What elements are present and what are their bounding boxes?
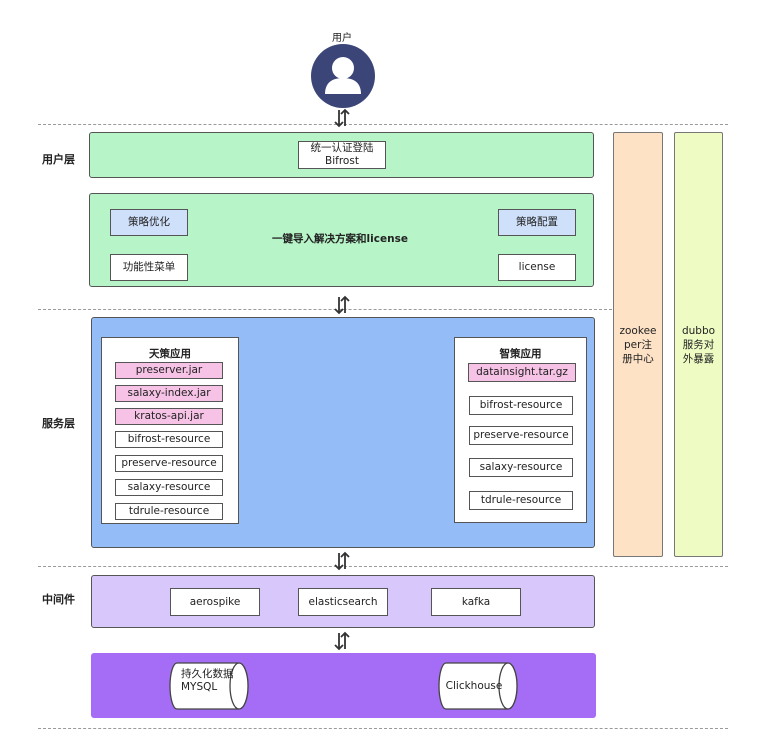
clickhouse-cylinder <box>438 662 518 710</box>
separator-user-service <box>38 309 612 310</box>
import-panel: 策略优化 策略配置 功能性菜单 license 一键导入解决方案和license <box>89 193 594 287</box>
auth-title: 统一认证登陆 <box>310 142 374 154</box>
function-menu-box: 功能性菜单 <box>110 254 188 281</box>
tiance-app-card: 天策应用 preserver.jar salaxy-index.jar kratos… <box>101 337 239 524</box>
tiance-item: bifrost-resource <box>115 431 223 448</box>
mysql-cylinder <box>169 662 249 710</box>
service-panel: 天策应用 preserver.jar salaxy-index.jar kratos… <box>91 317 595 548</box>
tiance-item: salaxy-resource <box>115 479 223 496</box>
user-layer-label: 用户层 <box>42 153 75 166</box>
zhice-item: bifrost-resource <box>469 396 573 415</box>
separator-top <box>38 124 728 125</box>
tiance-item: preserver.jar <box>115 362 223 379</box>
tiance-item: salaxy-index.jar <box>115 385 223 402</box>
tiance-item: tdrule-resource <box>115 503 223 520</box>
arrow-user-to-userlayer <box>334 108 350 128</box>
zhice-item: datainsight.tar.gz <box>468 363 576 382</box>
mysql-name: MYSQL <box>181 681 218 693</box>
user-avatar <box>311 44 375 108</box>
kafka-box: kafka <box>431 588 521 616</box>
zhice-item: salaxy-resource <box>469 458 573 477</box>
user-label: 用户 <box>332 33 352 44</box>
auth-panel: 统一认证登陆 Bifrost <box>89 132 594 178</box>
auth-box: 统一认证登陆 Bifrost <box>298 141 386 169</box>
tiance-item: preserve-resource <box>115 455 223 472</box>
clickhouse-label: Clickhouse <box>445 680 503 692</box>
separator-service-middleware <box>38 566 728 567</box>
middleware-label: 中间件 <box>42 593 75 606</box>
strategy-optimize-box: 策略优化 <box>110 209 188 236</box>
persist-data-label: 持久化数据 <box>181 668 234 680</box>
tiance-item: kratos-api.jar <box>115 408 223 425</box>
zhice-app-title: 智策应用 <box>499 348 542 360</box>
tiance-app-title: 天策应用 <box>149 348 191 360</box>
strategy-config-box: 策略配置 <box>498 209 576 236</box>
arrow-middleware-to-storage <box>334 631 350 651</box>
arrow-service-to-middleware <box>334 551 350 571</box>
person-icon <box>325 57 361 94</box>
aerospike-box: aerospike <box>170 588 260 616</box>
license-box: license <box>498 254 576 281</box>
import-panel-title: 一键导入解决方案和license <box>272 233 408 245</box>
storage-panel: 持久化数据 MYSQL Clickhouse <box>91 653 596 718</box>
mysql-label: 持久化数据 MYSQL <box>181 668 234 694</box>
separator-bottom <box>38 728 728 729</box>
zhice-item: tdrule-resource <box>469 491 573 510</box>
dubbo-exposure: dubbo 服务对 外暴露 <box>674 132 723 557</box>
auth-subtitle: Bifrost <box>325 155 359 167</box>
elasticsearch-box: elasticsearch <box>298 588 388 616</box>
arrow-userlayer-to-service <box>334 295 350 315</box>
middleware-panel: aerospike elasticsearch kafka <box>91 575 595 628</box>
zhice-item: preserve-resource <box>469 426 573 445</box>
service-layer-label: 服务层 <box>42 417 75 430</box>
zookeeper-registry: zookee per注 册中心 <box>613 132 663 557</box>
zhice-app-card: 智策应用 datainsight.tar.gz bifrost-resource p… <box>454 337 587 523</box>
